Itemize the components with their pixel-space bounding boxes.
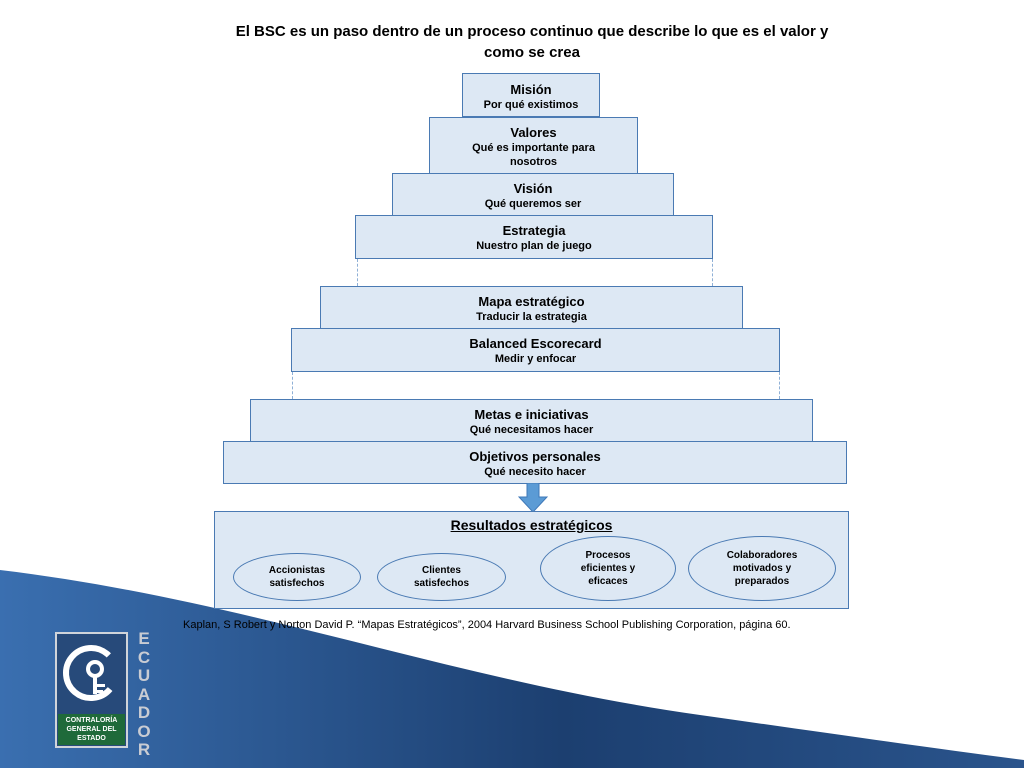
level-mision: Misión Por qué existimos bbox=[462, 73, 600, 117]
connector-line bbox=[779, 372, 780, 399]
level-heading: Mapa estratégico bbox=[478, 294, 585, 309]
level-subtitle: Qué necesito hacer bbox=[484, 466, 586, 478]
level-heading: Visión bbox=[513, 181, 553, 196]
logo-text: CONTRALORÍA GENERAL DEL ESTADO bbox=[58, 714, 125, 745]
ecuador-letter: D bbox=[137, 703, 151, 722]
ecuador-letter: C bbox=[137, 647, 151, 667]
level-subtitle: Traducir la estrategia bbox=[476, 311, 587, 323]
level-subtitle: Nuestro plan de juego bbox=[476, 240, 592, 252]
level-heading: Misión bbox=[510, 82, 552, 97]
citation: Kaplan, S Robert y Norton David P. “Mapa… bbox=[183, 619, 791, 631]
result-procesos: Procesos eficientes y eficaces bbox=[540, 536, 676, 601]
connector-line bbox=[292, 372, 293, 399]
level-heading: Valores bbox=[510, 125, 557, 140]
results-title: Resultados estratégicos bbox=[450, 517, 613, 533]
level-subtitle: Qué necesitamos hacer bbox=[469, 424, 594, 436]
ecuador-letter: O bbox=[137, 721, 151, 741]
connector-line bbox=[712, 259, 713, 286]
contraloria-logo: CONTRALORÍA GENERAL DEL ESTADO bbox=[55, 632, 128, 748]
level-vision: Visión Qué queremos ser bbox=[392, 173, 674, 216]
level-balanced-scorecard: Balanced Escorecard Medir y enfocar bbox=[291, 328, 780, 372]
ecuador-letter: E bbox=[138, 629, 150, 648]
level-heading: Estrategia bbox=[502, 223, 566, 238]
level-metas-iniciativas: Metas e iniciativas Qué necesitamos hace… bbox=[250, 399, 813, 442]
level-heading: Objetivos personales bbox=[469, 449, 601, 464]
level-subtitle: Qué es importante para nosotros bbox=[472, 142, 595, 168]
result-colaboradores: Colaboradores motivados y preparados bbox=[688, 536, 836, 601]
result-accionistas: Accionistas satisfechos bbox=[233, 553, 361, 601]
ce-emblem-icon bbox=[63, 645, 119, 701]
diagram-title: El BSC es un paso dentro de un proceso c… bbox=[235, 23, 829, 61]
level-subtitle: Por qué existimos bbox=[483, 99, 579, 111]
ecuador-letter: A bbox=[137, 684, 151, 704]
level-heading: Balanced Escorecard bbox=[469, 336, 602, 351]
connector-line bbox=[357, 259, 358, 286]
result-clientes: Clientes satisfechos bbox=[377, 553, 506, 601]
level-heading: Metas e iniciativas bbox=[474, 407, 589, 422]
down-arrow-icon bbox=[518, 483, 548, 513]
level-mapa-estrategico: Mapa estratégico Traducir la estrategia bbox=[320, 286, 743, 329]
level-valores: Valores Qué es importante para nosotros bbox=[429, 117, 638, 174]
ecuador-letter: R bbox=[137, 740, 151, 759]
level-subtitle: Medir y enfocar bbox=[494, 353, 577, 365]
ecuador-letter: U bbox=[137, 666, 151, 685]
level-objetivos-personales: Objetivos personales Qué necesito hacer bbox=[223, 441, 847, 484]
level-estrategia: Estrategia Nuestro plan de juego bbox=[355, 215, 713, 259]
level-subtitle: Qué queremos ser bbox=[484, 198, 582, 210]
